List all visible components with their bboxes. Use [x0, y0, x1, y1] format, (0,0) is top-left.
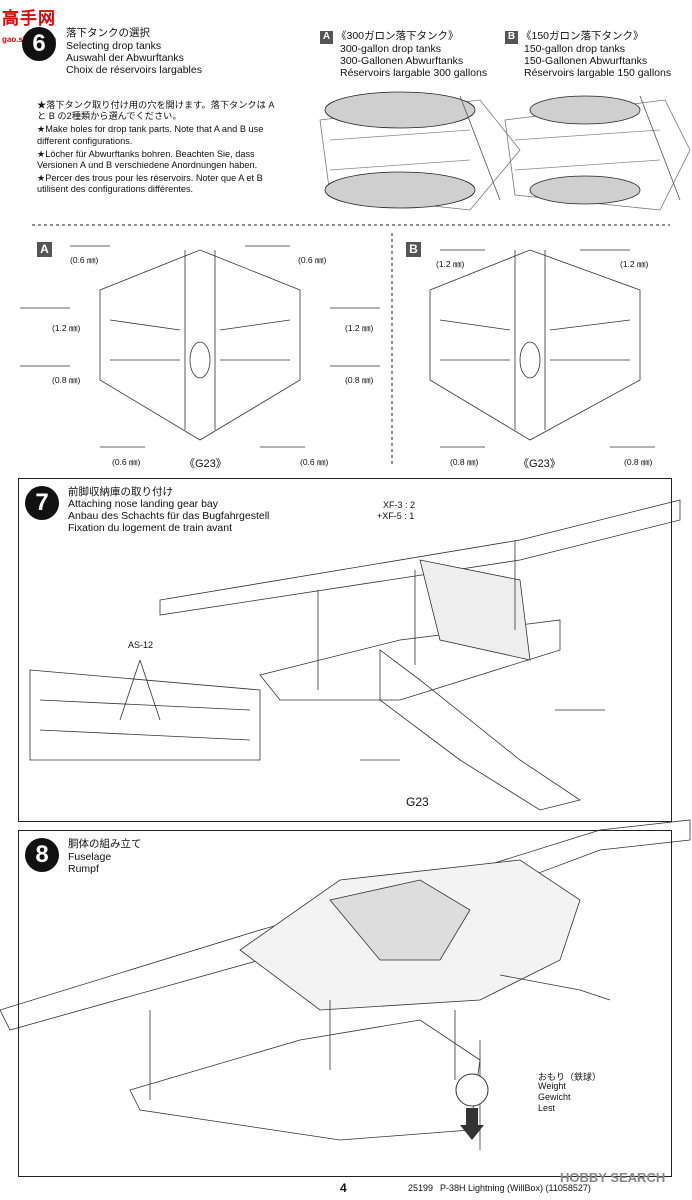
step7-title-de: Anbau des Schachts für das Bugfahrgestel… — [68, 510, 270, 522]
step7-panel — [18, 478, 672, 822]
panel-b-drill-08-right: (0.8 ㎜) — [624, 457, 653, 467]
panel-b-tag: B — [406, 242, 421, 257]
note-fr: ★Percer des trous pour les réservoirs. N… — [37, 173, 263, 195]
panel-b-drill-12-left: (1.2 ㎜) — [436, 259, 465, 269]
weight-en: Weight — [538, 1081, 566, 1091]
page-number: 4 — [340, 1181, 347, 1195]
option-b-en: 150-gallon drop tanks — [524, 43, 625, 55]
note-de: ★Löcher für Abwurftanks bohren. Beachten… — [37, 148, 258, 171]
step8-title-jp: 胴体の組み立て — [68, 838, 142, 850]
watermark-brand: 高手网 — [2, 9, 56, 28]
panel-a-drill-08-right: (0.8 ㎜) — [345, 375, 374, 385]
footer-watermark: HOBBY SEARCH — [560, 1170, 666, 1185]
panel-a-drill-06-br: (0.6 ㎜) — [300, 457, 329, 467]
step8-panel — [18, 830, 672, 1177]
step6-title-fr: Choix de réservoirs largables — [66, 64, 202, 76]
panel-b-part: 《G23》 — [518, 458, 561, 470]
panel-a-tag: A — [37, 242, 52, 257]
option-b-fr: Réservoirs largable 150 gallons — [524, 67, 672, 79]
option-a-fr: Réservoirs largable 300 gallons — [340, 67, 488, 79]
step8-title-en: Fuselage — [68, 851, 112, 863]
paint-callout-1: XF-3 : 2 — [383, 500, 416, 510]
panel-a-drill-06-right: (0.6 ㎜) — [298, 255, 327, 265]
step7-part: G23 — [406, 795, 429, 809]
panel-a-drill-06-bl: (0.6 ㎜) — [112, 457, 141, 467]
panel-b-drill-08-left: (0.8 ㎜) — [450, 457, 479, 467]
step6-title-jp: 落下タンクの選択 — [66, 27, 150, 39]
option-a-de: 300-Gallonen Abwurftanks — [340, 55, 464, 67]
step8-number: 8 — [25, 838, 59, 872]
step6-title-de: Auswahl der Abwurftanks — [66, 52, 184, 64]
footer-title: P-38H Lightning (WillBox) (11058527) — [440, 1183, 591, 1193]
paint-callout-2: +XF-5 : 1 — [377, 511, 415, 521]
step6-number: 6 — [22, 27, 56, 61]
panel-b-drill-12-right: (1.2 ㎜) — [620, 259, 649, 269]
panel-a-drill-12-left: (1.2 ㎜) — [52, 323, 81, 333]
panel-a-drill-12-right: (1.2 ㎜) — [345, 323, 374, 333]
weight-de: Gewicht — [538, 1092, 571, 1102]
panel-a-drill-06-left: (0.6 ㎜) — [70, 255, 99, 265]
footer-code: 25199 — [408, 1183, 434, 1193]
panel-a-part: 《G23》 — [184, 458, 227, 470]
weight-jp: おもり（鉄球） — [538, 1072, 602, 1082]
step6-title-en: Selecting drop tanks — [66, 40, 162, 52]
step7-title-jp: 前脚収納庫の取り付け — [68, 486, 173, 498]
option-b-de: 150-Gallonen Abwurftanks — [524, 55, 648, 67]
step6-notes: ★落下タンク取り付け用の穴を開けます。落下タンクは A と B の2種類から選ん… — [37, 100, 285, 196]
step7-number: 7 — [25, 486, 59, 520]
option-a-jp: 《300ガロン落下タンク》 — [336, 30, 459, 42]
weight-fr: Lest — [538, 1103, 556, 1113]
option-b-jp: 《150ガロン落下タンク》 — [521, 30, 644, 42]
paint-callout-as: AS-12 — [128, 640, 154, 650]
step7-title-fr: Fixation du logement de train avant — [68, 522, 233, 534]
option-a-tag: A — [320, 31, 333, 44]
option-b-tag: B — [505, 31, 518, 44]
panel-a-drill-08-left: (0.8 ㎜) — [52, 375, 81, 385]
step7-title-en: Attaching nose landing gear bay — [68, 498, 219, 510]
step8-title-de: Rumpf — [68, 863, 99, 875]
note-en: ★Make holes for drop tank parts. Note th… — [37, 124, 264, 146]
note-jp: ★落下タンク取り付け用の穴を開けます。落下タンクは A と B の2種類から選ん… — [37, 100, 274, 122]
option-a-en: 300-gallon drop tanks — [340, 43, 441, 55]
